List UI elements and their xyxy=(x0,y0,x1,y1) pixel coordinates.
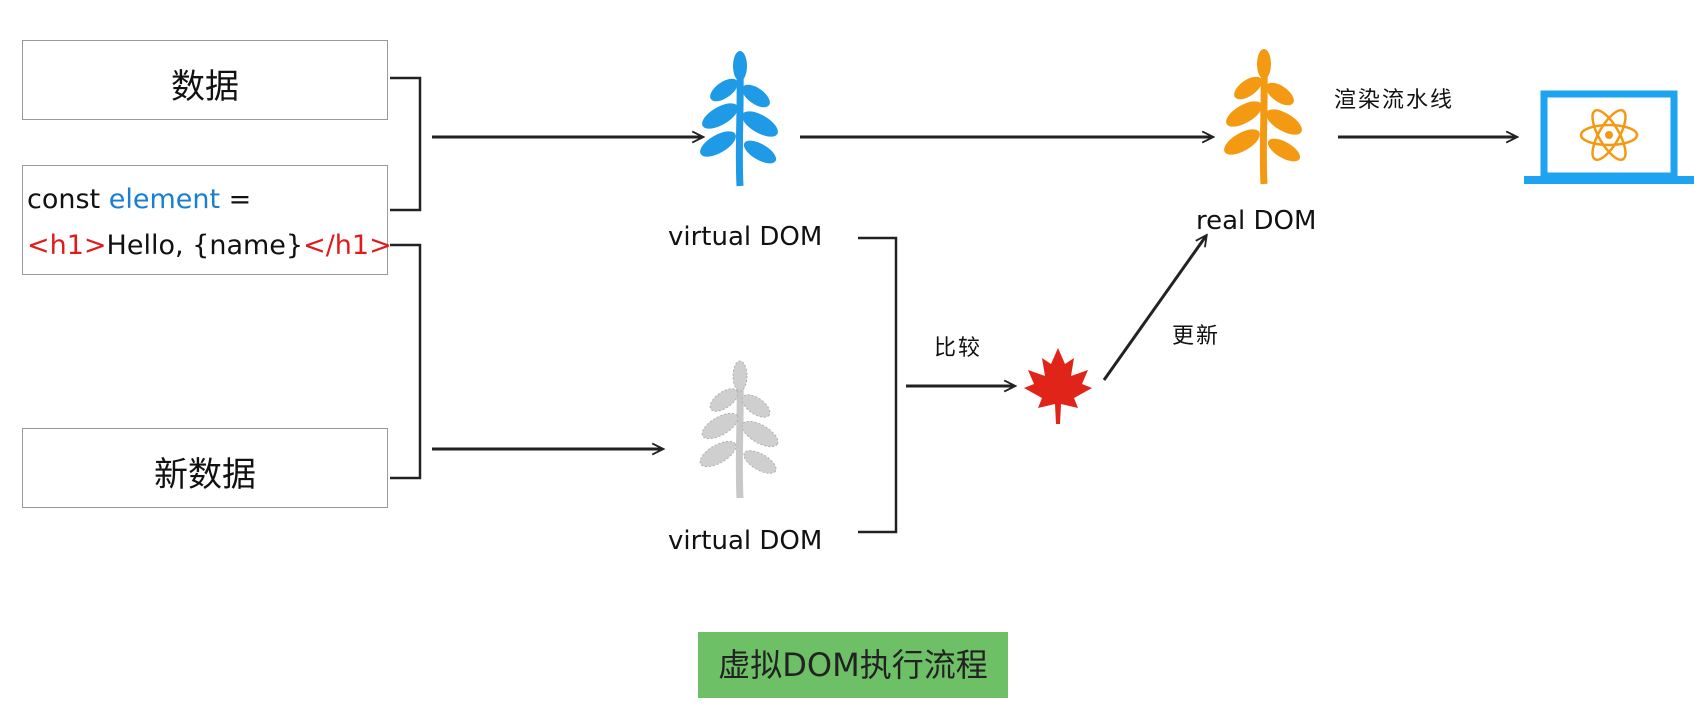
code-element: element xyxy=(108,184,221,215)
code-h1-close: </h1> xyxy=(303,230,392,261)
orange-tree-icon xyxy=(1224,49,1302,185)
data-box-label: 数据 xyxy=(171,67,239,107)
new-data-box: 新数据 xyxy=(22,428,388,508)
maple-leaf-icon xyxy=(1024,348,1092,424)
real-dom-label: real DOM xyxy=(1196,206,1317,236)
code-const: const xyxy=(27,184,109,215)
bracket-bottom xyxy=(390,243,422,480)
compare-bracket xyxy=(858,236,898,534)
atom-icon xyxy=(1579,108,1639,162)
bracket-top xyxy=(390,76,422,212)
data-box: 数据 xyxy=(22,40,388,120)
diagram-caption: 虚拟DOM执行流程 xyxy=(698,632,1008,698)
render-pipeline-label: 渲染流水线 xyxy=(1334,88,1455,113)
code-line-2: <h1>Hello, {name}</h1> xyxy=(27,230,392,261)
gray-tree-icon xyxy=(699,360,779,499)
new-data-box-label: 新数据 xyxy=(154,455,256,495)
code-h1-open: <h1> xyxy=(27,230,107,261)
compare-label: 比较 xyxy=(934,336,983,361)
code-hello: Hello, {name} xyxy=(106,230,304,261)
virtual-dom-bottom-label: virtual DOM xyxy=(668,526,823,556)
arrow-update xyxy=(1102,236,1206,381)
update-label: 更新 xyxy=(1172,324,1221,349)
virtual-dom-top-label: virtual DOM xyxy=(668,222,823,252)
code-equals: = xyxy=(220,184,252,215)
code-line-1: const element = xyxy=(27,184,251,215)
code-box: const element = <h1>Hello, {name}</h1> xyxy=(22,165,392,275)
blue-tree-icon xyxy=(700,51,778,187)
